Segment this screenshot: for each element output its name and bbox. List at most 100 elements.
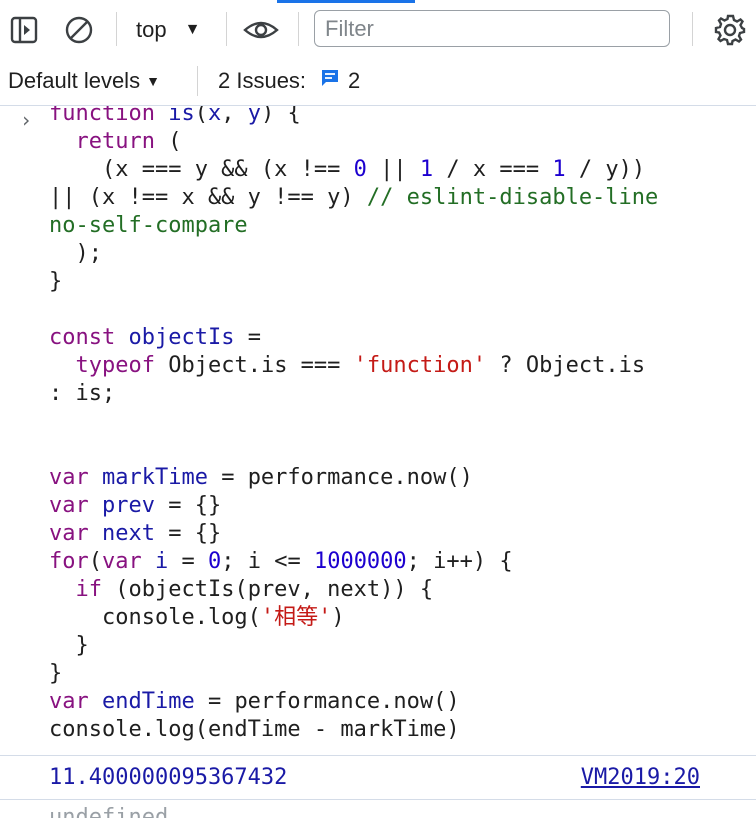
code-token: )	[331, 605, 345, 630]
code-token: no-self-compare	[49, 213, 248, 238]
code-token: }	[49, 633, 89, 658]
context-selector[interactable]: top ▼	[136, 16, 200, 44]
code-token: y	[247, 106, 261, 126]
code-line: var endTime = performance.now()	[49, 688, 729, 716]
issues-count: 2	[348, 68, 361, 93]
code-line: console.log('相等')	[49, 604, 729, 632]
code-token: endTime	[101, 689, 195, 714]
eye-icon[interactable]	[242, 16, 280, 44]
code-line: );	[49, 240, 729, 268]
code-line: var next = {}	[49, 520, 729, 548]
issues-label: 2 Issues:	[218, 68, 307, 93]
console-message: 11.400000095367432 VM2019:20	[0, 755, 756, 799]
message-icon	[320, 68, 340, 94]
code-token: ) {	[260, 106, 301, 126]
code-line: var prev = {}	[49, 492, 729, 520]
code-line: var markTime = performance.now()	[49, 464, 729, 492]
caret-down-icon: ▼	[184, 21, 201, 38]
code-token: Object.is ===	[154, 353, 354, 378]
code-token: (	[154, 129, 182, 154]
code-token: next	[101, 521, 155, 546]
code-token: / y))	[565, 157, 646, 182]
toolbar-divider	[197, 66, 198, 96]
code-input-echo: function is(x, y) { return ( (x === y &&…	[49, 106, 729, 744]
code-line: return (	[49, 128, 729, 156]
console-message: undefined	[0, 799, 756, 818]
active-tab-indicator	[277, 0, 415, 3]
code-token: var	[102, 549, 155, 574]
code-token: x	[207, 106, 222, 126]
code-token: }	[49, 661, 63, 686]
console-output[interactable]: › function is(x, y) { return ( (x === y …	[0, 106, 756, 818]
code-line: }	[49, 660, 729, 688]
code-token: / x ===	[433, 157, 553, 182]
source-link[interactable]: VM2019:20	[580, 765, 700, 790]
code-token: // eslint-disable-line	[366, 185, 659, 210]
code-token: if	[75, 577, 103, 602]
code-line: || (x !== x && y !== y) // eslint-disabl…	[49, 184, 729, 212]
code-token: console.log(endTime - markTime)	[49, 717, 460, 742]
toolbar-divider	[226, 12, 227, 46]
code-token: 'function'	[353, 353, 487, 378]
code-token: function	[49, 106, 169, 126]
filter-bar	[0, 58, 756, 106]
code-token: (	[194, 106, 208, 126]
code-token: ? Object.is	[486, 353, 646, 378]
code-token: }	[49, 269, 63, 294]
code-token: is	[168, 106, 195, 126]
code-token: var	[49, 689, 102, 714]
context-label: top	[136, 17, 167, 42]
code-token: for	[49, 549, 89, 574]
code-token	[49, 577, 76, 602]
sidebar-toggle-icon[interactable]	[10, 16, 38, 44]
code-token: = {}	[154, 521, 222, 546]
code-token: 1000000	[313, 549, 407, 574]
console-toolbar: top ▼	[0, 0, 756, 58]
code-token: ; i++) {	[406, 549, 513, 574]
code-token: (objectIs(prev, next)) {	[102, 577, 434, 602]
code-token: objectIs	[128, 325, 235, 350]
code-token: var	[49, 521, 102, 546]
code-line	[49, 296, 729, 324]
code-line: }	[49, 632, 729, 660]
code-token: 1	[419, 157, 434, 182]
toolbar-divider	[692, 12, 693, 46]
code-token: ||	[366, 157, 420, 182]
code-token: ; i <=	[221, 549, 314, 574]
code-token: const	[49, 325, 129, 350]
code-token: =	[168, 549, 208, 574]
toolbar-divider	[116, 12, 117, 46]
log-levels-dropdown[interactable]: Default levels ▼	[8, 68, 160, 94]
code-token: '相等'	[260, 605, 332, 630]
gear-icon[interactable]	[713, 13, 747, 47]
code-token: var	[49, 465, 102, 490]
code-token	[49, 129, 76, 154]
code-token: =	[234, 325, 261, 350]
code-token: prev	[101, 493, 155, 518]
code-token: markTime	[101, 465, 208, 490]
code-line: no-self-compare	[49, 212, 729, 240]
issues-button[interactable]: 2 Issues: 2	[218, 68, 360, 94]
code-line: const objectIs =	[49, 324, 729, 352]
log-value: 11.400000095367432	[49, 765, 288, 790]
chevron-right-icon: ›	[20, 108, 33, 132]
code-line: for(var i = 0; i <= 1000000; i++) {	[49, 548, 729, 576]
toolbar-divider	[298, 12, 299, 46]
clear-console-icon[interactable]	[64, 15, 94, 45]
code-token: 0	[353, 157, 367, 182]
filter-input[interactable]	[314, 10, 670, 47]
log-levels-label: Default levels	[8, 68, 141, 93]
code-line: function is(x, y) {	[49, 106, 729, 128]
code-line	[49, 436, 729, 464]
code-token: (x === y && (x !==	[49, 157, 354, 182]
code-token: i	[154, 549, 169, 574]
code-line: console.log(endTime - markTime)	[49, 716, 729, 744]
code-line	[49, 408, 729, 436]
code-line: typeof Object.is === 'function' ? Object…	[49, 352, 729, 380]
code-token: = performance.now()	[194, 689, 460, 714]
code-token: );	[49, 241, 102, 266]
code-token: : is;	[49, 381, 116, 406]
code-line: }	[49, 268, 729, 296]
code-token: (	[88, 549, 102, 574]
code-line: (x === y && (x !== 0 || 1 / x === 1 / y)…	[49, 156, 729, 184]
